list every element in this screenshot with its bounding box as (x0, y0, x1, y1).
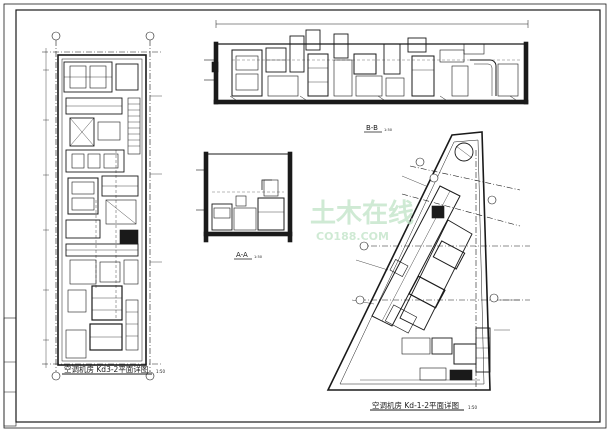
section-a-a-scale: 1:50 (254, 255, 263, 259)
title-strip (3, 317, 17, 427)
right-plan-title: 空调机房 Kd-1-2平面详图 (372, 400, 459, 410)
site-watermark: 土木在线 CO188.COM (310, 199, 414, 243)
section-a-a-drawing (196, 151, 293, 243)
watermark-url: CO188.COM (316, 230, 389, 243)
section-b-b-title: B-B (366, 124, 378, 132)
outer-border (3, 3, 607, 429)
inner-border (15, 9, 601, 423)
section-b-b-drawing (204, 20, 529, 105)
right-floor-plan (326, 131, 530, 392)
watermark-brand: 土木在线 (310, 199, 414, 229)
left-plan-grid-bubbles (51, 31, 155, 381)
left-plan-scale: 1:50 (156, 369, 165, 374)
section-a-a-title: A-A (236, 251, 248, 259)
left-plan-title: 空调机房 Kd3-2平面详图 (64, 364, 148, 374)
section-b-b-scale: 1:50 (384, 128, 393, 132)
left-floor-plan (42, 40, 162, 372)
right-plan-grid-bubbles (355, 157, 499, 305)
right-plan-scale: 1:50 (468, 405, 477, 410)
